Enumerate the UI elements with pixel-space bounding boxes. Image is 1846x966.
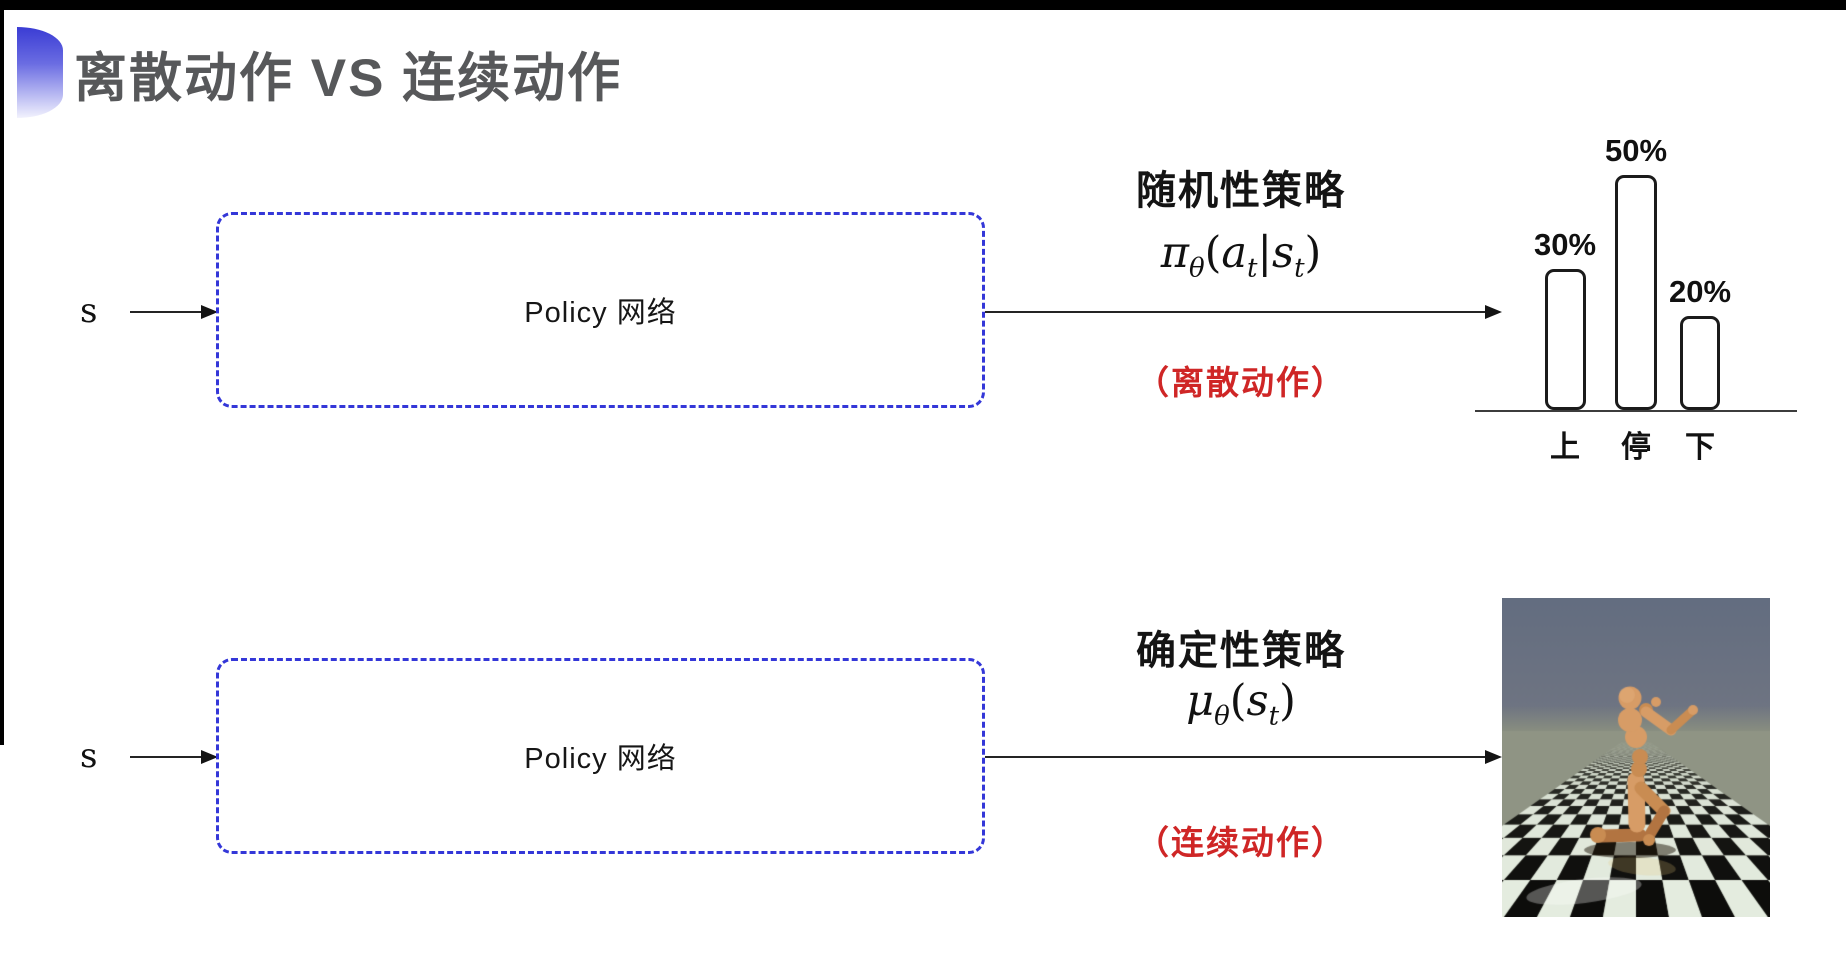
probability-bar [1615, 175, 1657, 410]
continuous-action-note: （连续动作） [1136, 824, 1346, 861]
input-arrow-line [130, 311, 204, 313]
chart-baseline [1475, 410, 1797, 412]
deterministic-policy-title: 确定性策略 [1136, 629, 1346, 673]
probability-bar [1544, 269, 1586, 410]
input-arrow-head [201, 750, 218, 764]
policy-network-box: Policy 网络 [216, 212, 985, 408]
output-arrow-line [985, 311, 1487, 313]
deterministic-policy-formula: μθ(st) [1186, 676, 1296, 732]
stochastic-policy-title: 随机性策略 [1136, 169, 1346, 213]
top-border [0, 0, 1846, 10]
bar-category-label: 上 [1550, 431, 1580, 464]
title-accent-ball-icon [17, 27, 63, 118]
bar-value-label: 50% [1604, 133, 1668, 168]
output-arrow-head [1485, 750, 1502, 764]
probability-bar [1680, 316, 1720, 410]
input-arrow-line [130, 756, 204, 758]
slide-title: 离散动作 VS 连续动作 [74, 49, 623, 108]
mujoco-humanoid-canvas [1502, 598, 1770, 917]
policy-network-box: Policy 网络 [216, 658, 985, 854]
policy-network-label: Policy 网络 [524, 743, 677, 775]
bar-value-label: 30% [1533, 227, 1597, 262]
output-arrow-head [1485, 305, 1502, 319]
action-probability-bar-chart: 30% 上 50% 停 20% 下 [1475, 105, 1797, 470]
state-input-label: s [80, 736, 98, 776]
bar-category-label: 停 [1621, 431, 1651, 464]
stochastic-policy-formula: πθ(at|st) [1160, 228, 1322, 284]
bar-category-label: 下 [1685, 431, 1715, 464]
input-arrow-head [201, 305, 218, 319]
policy-network-label: Policy 网络 [524, 297, 677, 329]
left-border [0, 0, 4, 745]
humanoid-robot-image [1502, 598, 1770, 917]
discrete-action-note: （离散动作） [1136, 364, 1346, 401]
state-input-label: s [80, 291, 98, 331]
output-arrow-line [985, 756, 1487, 758]
bar-value-label: 20% [1668, 274, 1732, 309]
